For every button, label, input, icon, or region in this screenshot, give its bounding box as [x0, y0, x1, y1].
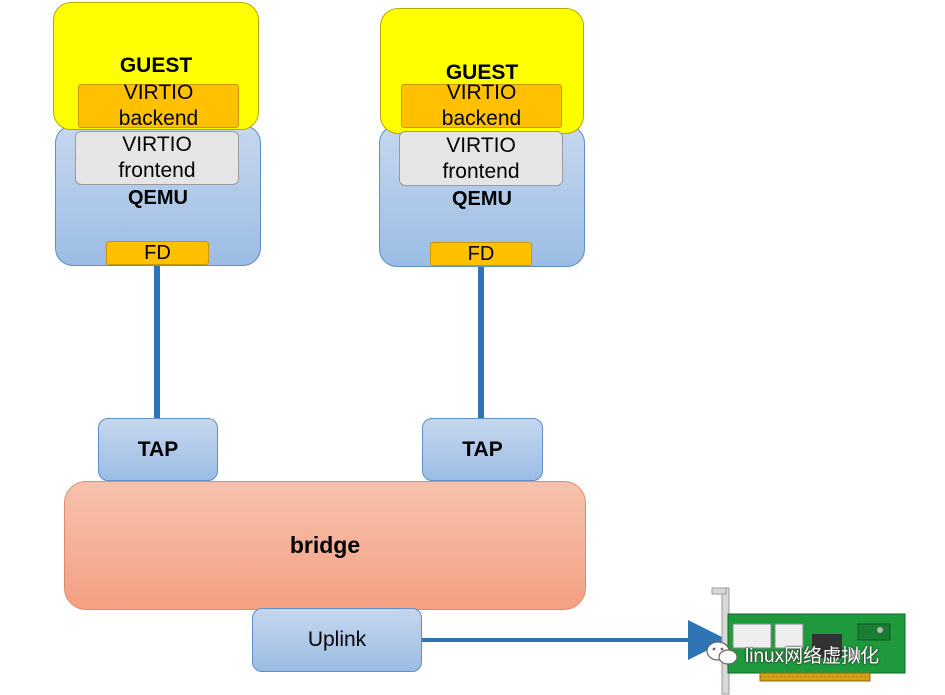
wechat-icon — [706, 641, 738, 665]
fd-label-2: FD — [467, 242, 495, 265]
virtio-backend-line1: VIRTIO — [123, 81, 194, 104]
tap-label-1: TAP — [137, 437, 179, 461]
virtio-frontend-box-1: VIRTIO frontend — [75, 131, 239, 185]
qemu-label-1: QEMU — [128, 187, 188, 209]
virtio-backend-box-2: VIRTIO backend — [401, 81, 562, 130]
tap-label-2: TAP — [462, 437, 503, 461]
bridge-label: bridge — [289, 532, 361, 558]
virtio-frontend-line1: VIRTIO — [446, 133, 516, 157]
virtio-backend-line2: backend — [441, 107, 522, 130]
guest-label-2: GUEST — [445, 61, 519, 84]
virtio-frontend-box-2: VIRTIO frontend — [399, 131, 563, 186]
uplink-box: Uplink — [252, 608, 422, 672]
virtio-backend-box-1: VIRTIO backend — [78, 81, 239, 130]
virtio-frontend-line2: frontend — [442, 159, 520, 183]
fd-label-1: FD — [144, 241, 171, 264]
nic-port-2 — [774, 623, 804, 649]
virtio-backend-line1: VIRTIO — [446, 81, 517, 104]
nic-port-1 — [732, 623, 772, 649]
tap-box-1: TAP — [98, 418, 218, 481]
virtio-frontend-line2: frontend — [118, 159, 196, 182]
nic-chip — [812, 634, 842, 658]
guest-label-1: GUEST — [119, 54, 193, 77]
fd-box-1: FD — [106, 241, 209, 265]
virtio-backend-line2: backend — [118, 107, 199, 130]
uplink-label: Uplink — [307, 628, 367, 651]
watermark-text: linux网络虚拟化 — [745, 646, 880, 667]
fd-box-2: FD — [430, 242, 532, 266]
bridge-box: bridge — [64, 481, 586, 610]
qemu-label-2: QEMU — [452, 188, 512, 210]
virtio-frontend-line1: VIRTIO — [122, 133, 192, 156]
tap-box-2: TAP — [422, 418, 543, 481]
